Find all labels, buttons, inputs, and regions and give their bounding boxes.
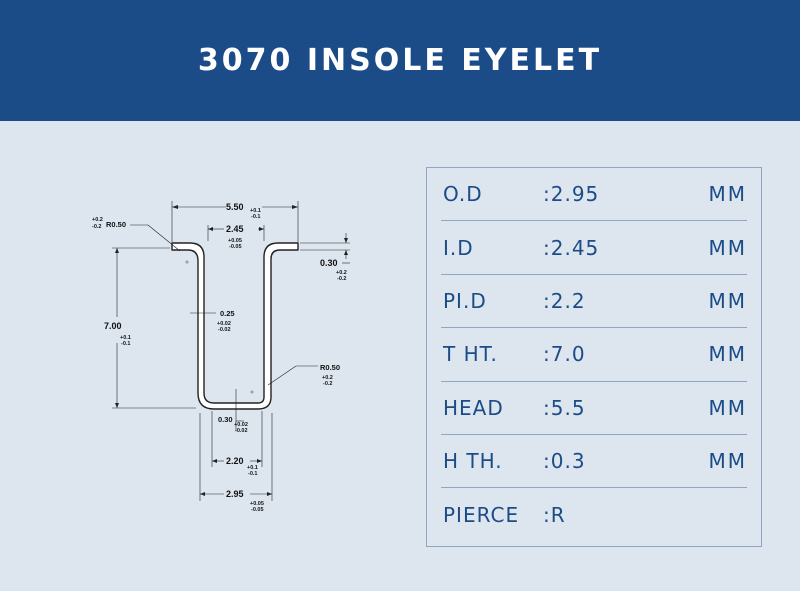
spec-label: PI.D <box>443 288 487 313</box>
flange-thickness-label: 0.30 <box>320 258 338 268</box>
top-radius-label: R0.50 <box>106 220 126 229</box>
dimension-arrowheads <box>115 205 348 496</box>
top-radius-tol-hi: +0.2 <box>92 217 103 223</box>
spec-row-pierce: PIERCE :R <box>441 488 747 541</box>
flange-thickness-tol-lo: -0.2 <box>337 276 346 282</box>
bottom-inner-tol-hi: +0.1 <box>247 465 258 471</box>
spec-value: :0.3 <box>543 449 586 474</box>
inner-width-label: 2.45 <box>226 224 244 234</box>
spec-unit: MM <box>708 235 747 260</box>
spec-unit: MM <box>708 449 747 474</box>
height-tol-lo: -0.1 <box>121 341 130 347</box>
spec-label: O.D <box>443 182 483 207</box>
head-width-tol-hi: +0.1 <box>250 208 261 214</box>
bottom-thickness-tol-lo: -0.02 <box>235 428 248 434</box>
wall-thickness-tol-hi: +0.02 <box>217 321 231 327</box>
spec-unit: MM <box>708 182 747 207</box>
spec-table: O.D :2.95 MM I.D :2.45 MM PI.D :2.2 MM T… <box>426 167 762 547</box>
spec-label: PIERCE <box>443 503 520 528</box>
spec-row-head: HEAD :5.5 MM <box>441 382 747 435</box>
spec-unit: MM <box>708 342 747 367</box>
outer-dia-label: 2.95 <box>226 489 244 499</box>
spec-unit: MM <box>708 395 747 420</box>
spec-label: T HT. <box>443 342 498 367</box>
spec-label: HEAD <box>443 395 504 420</box>
spec-row-od: O.D :2.95 MM <box>441 168 747 222</box>
spec-value: :2.45 <box>543 235 600 260</box>
wall-thickness-tol-lo: -0.02 <box>218 327 231 333</box>
bottom-thickness-label: 0.30 <box>218 415 233 424</box>
inner-width-tol-lo: -0.05 <box>229 244 242 250</box>
wall-thickness-label: 0.25 <box>220 309 235 318</box>
top-radius-tol-lo: -0.2 <box>92 224 101 230</box>
bottom-inner-label: 2.20 <box>226 456 244 466</box>
eyelet-profile <box>171 242 299 410</box>
eyelet-cross-section-svg: 5.50 +0.1 -0.1 2.45 +0.05 -0.05 +0.2 -0.… <box>92 201 350 513</box>
spec-row-head-thickness: H TH. :0.3 MM <box>441 435 747 489</box>
bottom-radius-tol-lo: -0.2 <box>323 381 332 387</box>
spec-row-id: I.D :2.45 MM <box>441 221 747 275</box>
bottom-thickness-tol-hi: +0.02 <box>234 422 248 428</box>
spec-label: I.D <box>443 235 474 260</box>
bottom-radius-label: R0.50 <box>320 363 340 372</box>
spec-row-pid: PI.D :2.2 MM <box>441 275 747 329</box>
spec-value: :2.95 <box>543 182 600 207</box>
height-label: 7.00 <box>104 321 122 331</box>
height-tol-hi: +0.1 <box>120 335 131 341</box>
title-banner: 3070 INSOLE EYELET <box>0 0 800 121</box>
spec-value: :7.0 <box>543 342 586 367</box>
spec-value: :5.5 <box>543 395 586 420</box>
spec-label: H TH. <box>443 449 503 474</box>
outer-dia-tol-hi: +0.05 <box>250 501 264 507</box>
head-width-label: 5.50 <box>226 202 244 212</box>
spec-row-total-height: T HT. :7.0 MM <box>441 328 747 382</box>
bottom-radius-tol-hi: +0.2 <box>322 375 333 381</box>
spec-value: :2.2 <box>543 288 586 313</box>
inner-width-tol-hi: +0.05 <box>228 238 242 244</box>
bottom-inner-tol-lo: -0.1 <box>248 471 257 477</box>
spec-value: :R <box>543 503 566 528</box>
technical-drawing: 5.50 +0.1 -0.1 2.45 +0.05 -0.05 +0.2 -0.… <box>0 121 420 591</box>
spec-unit: MM <box>708 288 747 313</box>
head-width-tol-lo: -0.1 <box>251 214 260 220</box>
page-title: 3070 INSOLE EYELET <box>197 43 603 78</box>
flange-thickness-tol-hi: +0.2 <box>336 270 347 276</box>
outer-dia-tol-lo: -0.05 <box>251 507 264 513</box>
